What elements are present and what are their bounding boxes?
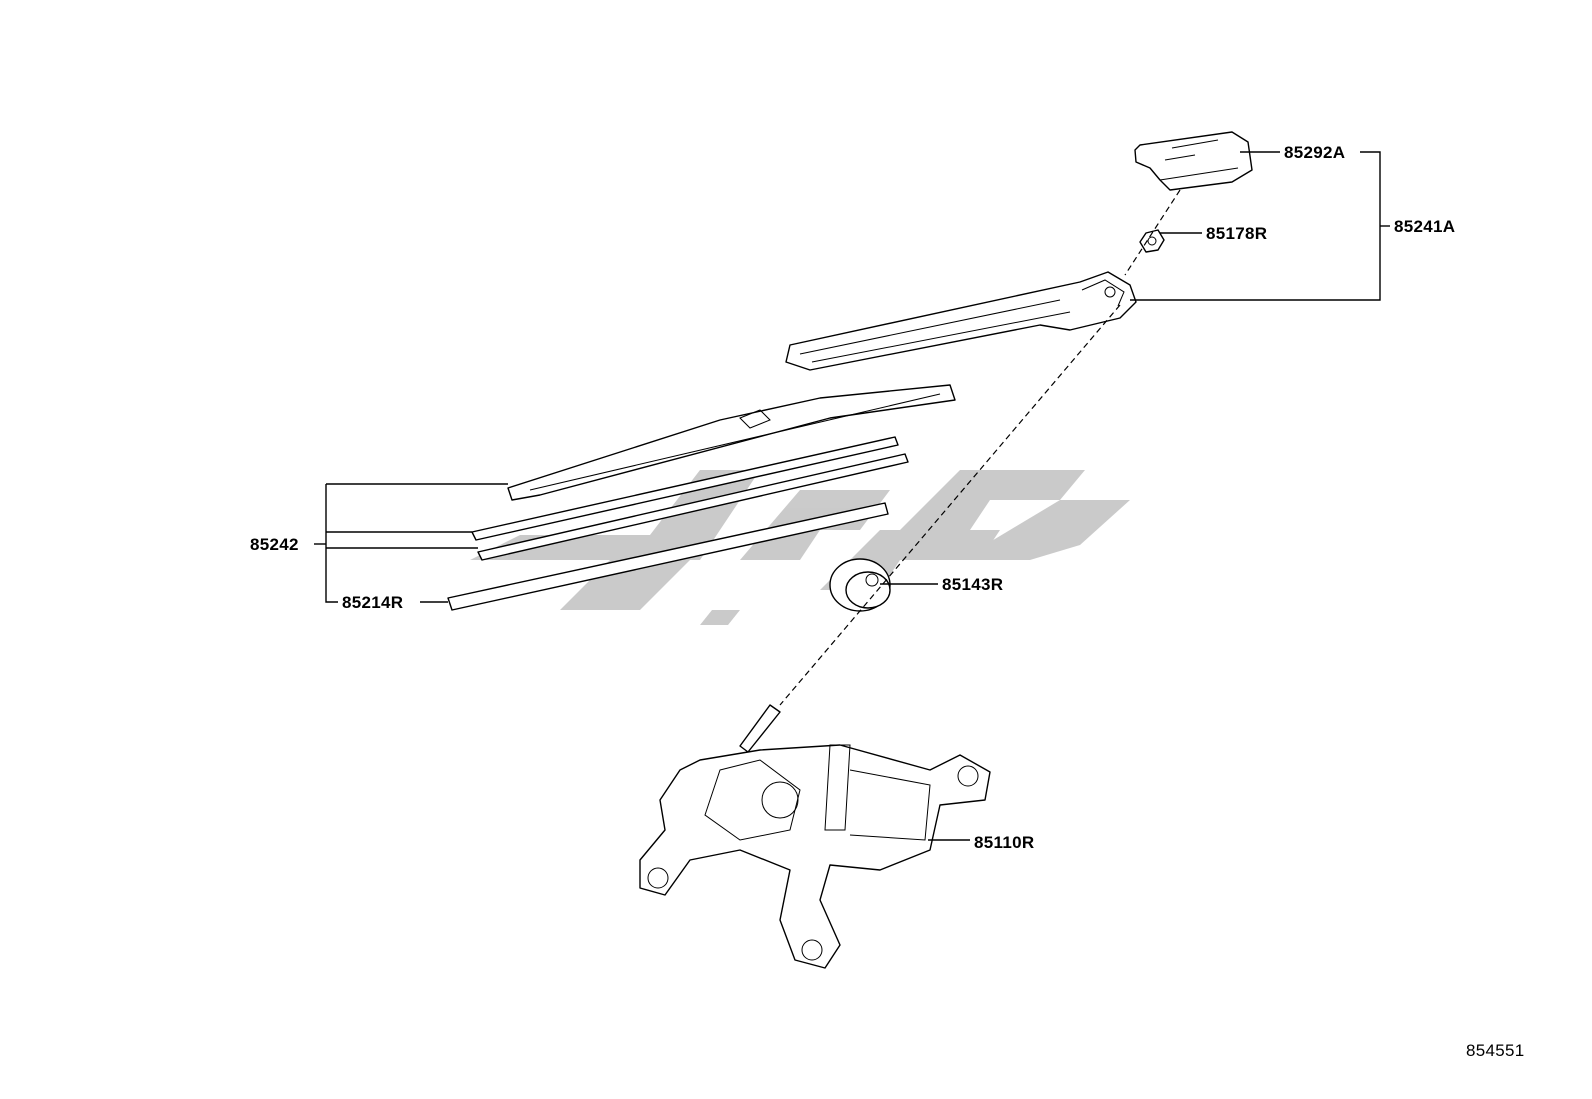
callout-85242: 85242 (250, 535, 299, 554)
wiper-arm (785, 271, 1137, 371)
pivot-cap (829, 558, 891, 612)
callout-85143R: 85143R (942, 575, 1003, 594)
callout-85110R: 85110R (974, 833, 1034, 852)
nut (1139, 229, 1165, 253)
diagram-number: 854551 (1466, 1041, 1525, 1060)
leader-lines (314, 151, 1390, 841)
callout-85241A: 85241A (1394, 217, 1455, 236)
wiper-blade-frame (507, 384, 956, 501)
blade-refill-strips (471, 436, 909, 561)
callout-85178R: 85178R (1206, 224, 1267, 243)
blade-rubber (447, 502, 889, 611)
callout-85292A: 85292A (1284, 143, 1345, 162)
watermark-logo (470, 470, 1130, 625)
assembly-axis-line (779, 189, 1181, 706)
callout-85214R: 85214R (342, 593, 403, 612)
wiper-arm-cap (1134, 131, 1253, 191)
wiper-motor (639, 704, 991, 969)
